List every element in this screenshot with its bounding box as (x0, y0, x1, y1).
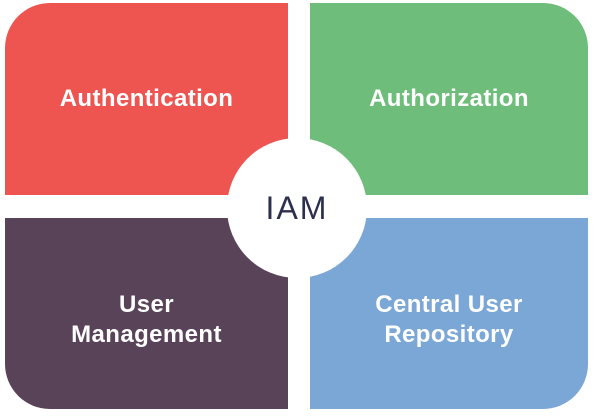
quadrant-authorization-label: Authorization (369, 85, 529, 112)
user-management-line-1: User (119, 291, 174, 318)
user-management-line-2: Management (71, 321, 222, 348)
central-user-repository-line-2: Repository (384, 321, 514, 348)
quadrant-user-management: User Management (5, 218, 288, 409)
central-user-repository-line-1: Central User (375, 291, 523, 318)
center-circle: IAM (227, 138, 367, 278)
quadrant-user-management-label: User Management (71, 290, 222, 350)
quadrant-authentication: Authentication (5, 3, 288, 195)
quadrant-central-user-repository-label: Central User Repository (375, 290, 523, 350)
quadrant-authorization: Authorization (310, 3, 588, 195)
quadrant-authentication-label: Authentication (59, 85, 234, 112)
quadrant-central-user-repository: Central User Repository (310, 218, 588, 409)
center-iam-label: IAM (265, 189, 329, 226)
